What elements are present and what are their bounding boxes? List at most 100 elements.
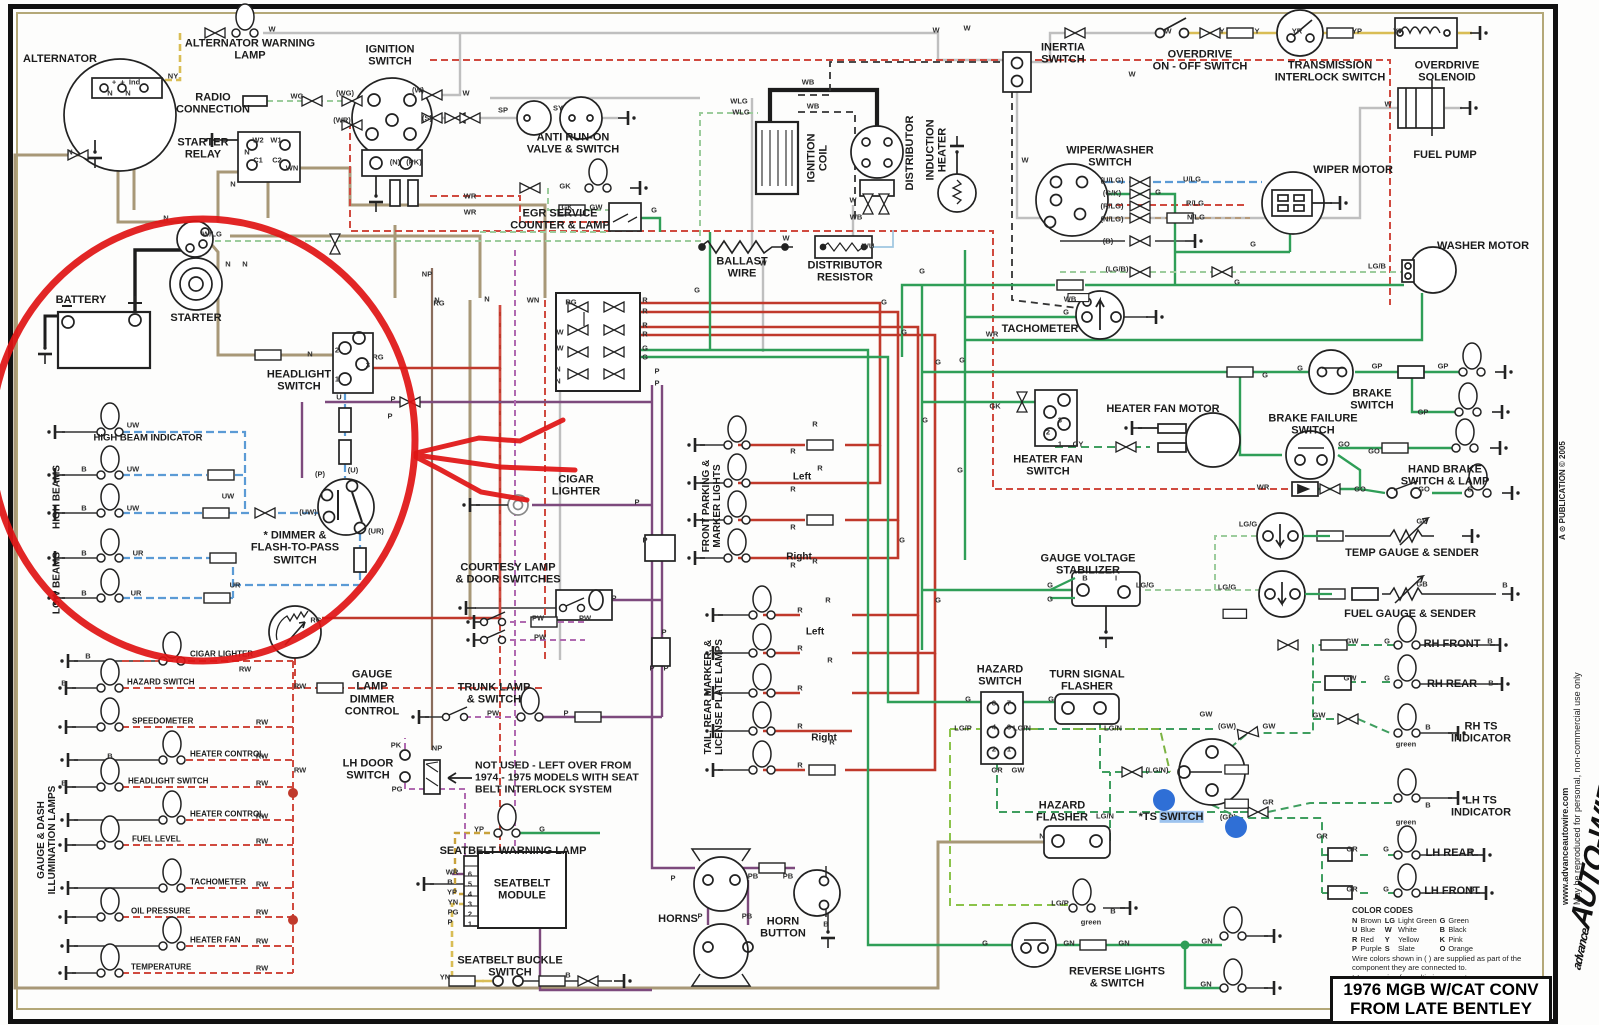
logo-prefix: advance (1570, 926, 1592, 973)
color-name: Green (1448, 916, 1469, 925)
white-wires (263, 31, 1462, 660)
fuel-gauge-label: FUEL GAUGE & SENDER (1344, 607, 1476, 620)
wire-label-uw: UW (126, 503, 140, 513)
wire-label-b: B (447, 877, 453, 887)
wire-label-np: NP (421, 269, 433, 279)
courtesy-lamp-label: COURTESY LAMP & DOOR SWITCHES (455, 561, 561, 586)
wire-label-gn: GN (1063, 938, 1075, 948)
wire-label-w: W (1021, 155, 1029, 165)
wire-label-b: B (823, 919, 829, 929)
color-name: Light Green (1397, 916, 1437, 925)
color-code: LG (1384, 916, 1395, 925)
color-code: O (1439, 943, 1446, 953)
wire-label-rw: RW (255, 717, 269, 727)
low-beams-label: LOW BEAMS (51, 551, 63, 615)
wire-label-4: 4 (467, 889, 473, 899)
wire-label-n: N (484, 294, 490, 304)
wire-label-b: B (107, 751, 113, 761)
cigar-lighter-label: CIGAR LIGHTER (551, 473, 601, 498)
wire-label-n: N (434, 295, 440, 305)
wire-label-w: W (268, 24, 276, 34)
wire-label-wlg: WLG (730, 96, 748, 106)
wire-label-g: G (922, 415, 928, 425)
wire-label-wb: WB (806, 101, 820, 111)
color-name: Orange (1448, 943, 1474, 953)
wire-label-wlg: W/LG (202, 229, 222, 239)
wire-label-y: Y (1219, 26, 1225, 36)
wire-label-r: R (642, 306, 648, 316)
wire-label-pb: PB (741, 911, 753, 921)
horns-label: HORNS (658, 912, 698, 925)
wire-label-r: R (797, 683, 803, 693)
wire-label-w: W (782, 233, 790, 243)
wire-label-g: G (935, 357, 941, 367)
alternator-warning-lamp-label: ALTERNATOR WARNING LAMP (184, 37, 316, 62)
wire-label-lgb: LG/B (1368, 261, 1386, 271)
wire-label-lgn: LG/N (1096, 811, 1114, 821)
wire-label-b: B (1467, 846, 1473, 856)
wire-label-gk: (G/K) (1102, 188, 1122, 198)
wire-label-n: N (230, 179, 236, 189)
wire-label-2: 2 (467, 909, 473, 919)
wire-label-n: N (67, 147, 73, 157)
wire-label-rg: RG (372, 352, 384, 362)
rw-node-2 (288, 915, 298, 925)
wire-label-gp: GP (1437, 361, 1449, 371)
front-parking-label: FRONT PARKING & MARKER LIGHTS (700, 459, 723, 553)
wire-label-wr: WR (445, 867, 459, 877)
wire-label-n: N (107, 88, 113, 98)
tail-right-label: Right (811, 732, 837, 744)
heater-fan-motor-label: HEATER FAN MOTOR (1106, 402, 1220, 415)
ignition-coil-label: IGNITION COIL (805, 133, 830, 183)
wire-label-w: (W) (411, 85, 425, 95)
wire-label-n: (N) (389, 157, 401, 167)
wire-label-g: G (982, 938, 988, 948)
color-name: Pink (1448, 934, 1463, 944)
color-name: Yellow (1397, 934, 1420, 944)
legend-note: Wire colors shown in ( ) are supplied as… (1352, 954, 1522, 973)
wire-label-b: B (1425, 722, 1431, 732)
wire-label-go: GO (1368, 446, 1380, 456)
wire-label-y: Y (1254, 26, 1260, 36)
wire-label-yp: YP (1351, 26, 1363, 36)
wire-label-3: 3 (467, 899, 473, 909)
wire-label-g: G (1467, 484, 1473, 494)
wire-label-w: W (849, 195, 857, 205)
wire-label-r: R (642, 329, 648, 339)
wire-label-w: W (1384, 99, 1392, 109)
wire-label-pg: PG (447, 907, 459, 917)
wire-label-gb: GB (1416, 579, 1428, 589)
wire-label-g: G (642, 352, 648, 362)
wire-label-pw: PW (533, 632, 547, 642)
wire-label-rw: RW (255, 811, 269, 821)
website-url: www.advanceautowire.com (1560, 787, 1570, 905)
wire-label-ind: + + Ind (111, 77, 141, 87)
front-right-label: Right (786, 551, 812, 563)
anti-run-on-label: ANTI RUN-ON VALVE & SWITCH (526, 131, 620, 156)
wire-label-u: (U) (347, 465, 359, 475)
starter-label: STARTER (170, 311, 222, 324)
wire-label-rw: RW (255, 907, 269, 917)
gauge-dash-lamps-label: GAUGE & DASH ILLUMINATION LAMPS (35, 785, 58, 895)
wire-label-wr: (WR) (333, 115, 351, 125)
wire-label-gw: (GW) (1218, 721, 1236, 731)
wire-label-np: NP (431, 743, 443, 753)
wire-label-n: N (1039, 831, 1045, 841)
wire-label-b: B (1488, 678, 1494, 688)
transmission-interlock-label: TRANSMISSION INTERLOCK SWITCH (1274, 59, 1386, 84)
wire-label-b: B (81, 464, 87, 474)
wire-label-w: W (759, 258, 767, 268)
wire-label-pk: (PK) (406, 157, 422, 167)
lamp-oil-pressure: OIL PRESSURE (131, 906, 191, 916)
wire-label-w: W (556, 343, 564, 353)
wire-label-r: R (790, 560, 796, 570)
wire-label-gw: GW (1262, 721, 1276, 731)
wire-label-nlg: (N/LG) (1100, 214, 1124, 224)
wire-label-g: G (1297, 363, 1303, 373)
wire-label-gw: GW (589, 202, 603, 212)
wire-label-b: B (81, 548, 87, 558)
gn-node (1180, 940, 1190, 950)
wire-label-g: G (935, 595, 941, 605)
wire-label-b: B (1110, 906, 1116, 916)
tail-rear-label: TAIL, REAR MARKER, & LICENSE PLATE LAMPS (702, 639, 725, 755)
